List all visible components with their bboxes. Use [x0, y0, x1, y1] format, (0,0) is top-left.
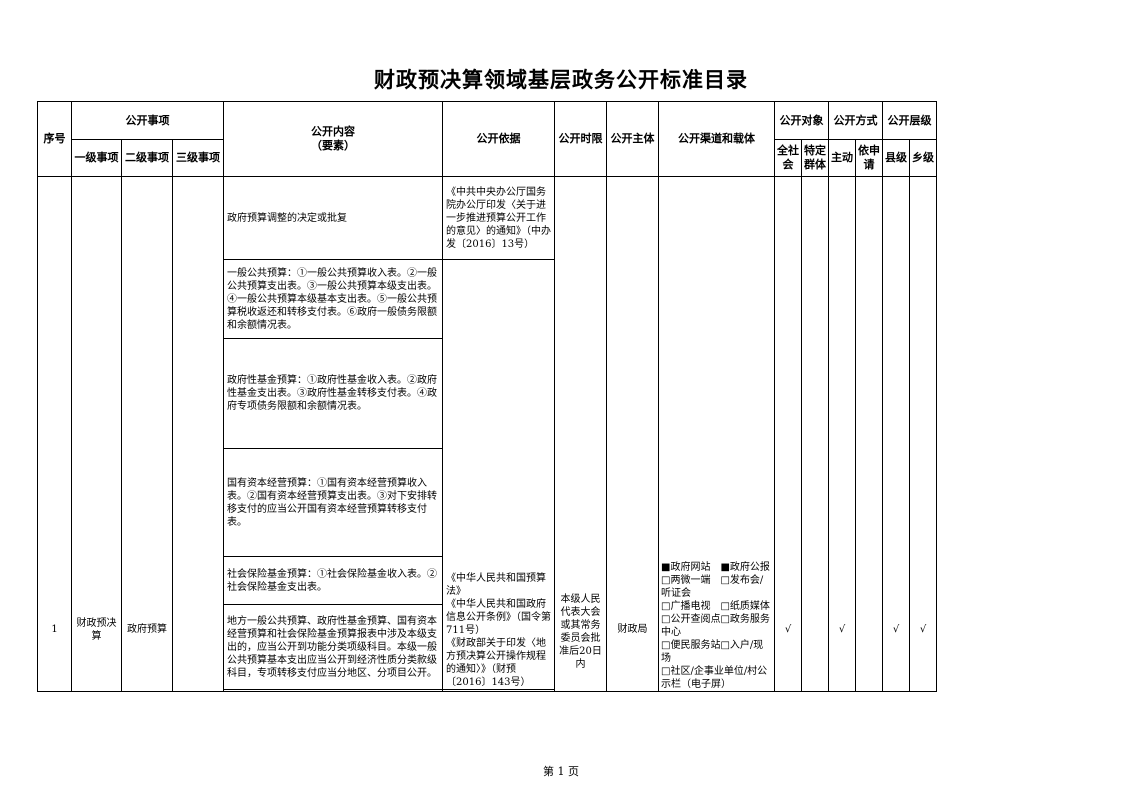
table-row: 一般公共预算：①一般公共预算收入表。②一般公共预算支出表。③一般公共预算本级支出…	[38, 259, 937, 690]
content-item: 社会保险基金预算：①社会保险基金收入表。②社会保险基金支出表。	[223, 556, 443, 605]
header-channel: 公开渠道和载体	[658, 101, 775, 177]
basis-spacer	[442, 689, 555, 692]
row-level2: 政府预算	[121, 176, 173, 692]
page-number: 第 1 页	[543, 765, 579, 778]
header-seq: 序号	[37, 101, 72, 177]
header-level3: 三级事项	[172, 139, 224, 177]
header-target-special: 特定群体	[801, 139, 829, 177]
row-subject: 财政局	[606, 176, 659, 692]
basis-document-1: 《中共中央办公厅国务院办公厅印发〈关于进一步推进预算公开工作的意见〉的通知》（中…	[442, 176, 555, 260]
row-method-active: √	[828, 176, 856, 692]
content-item: 一般公共预算：①一般公共预算收入表。②一般公共预算支出表。③一般公共预算本级支出…	[223, 259, 443, 339]
content-item: 政府预算调整的决定或批复	[223, 176, 443, 260]
row-target-special	[801, 176, 829, 692]
header-content-sub: （要素）	[311, 139, 355, 152]
header-target-all: 全社会	[774, 139, 802, 177]
header-matter: 公开事项	[71, 101, 224, 140]
header-method-active: 主动	[828, 139, 856, 177]
catalog-table: 序号 公开事项 公开内容 （要素） 公开依据 公开时限 公开主体 公开渠道和载体…	[37, 101, 937, 692]
header-level2: 二级事项	[121, 139, 173, 177]
page-title: 财政预决算领域基层政务公开标准目录	[374, 68, 748, 92]
header-target: 公开对象	[774, 101, 829, 140]
row-target-all: √	[774, 176, 802, 692]
header-level-county: 县级	[882, 139, 910, 177]
table-row: 政府性基金预算：①政府性基金收入表。②政府性基金支出表。③政府性基金转移支付表。…	[38, 338, 937, 449]
header-level-township: 乡级	[909, 139, 937, 177]
header-method: 公开方式	[828, 101, 883, 140]
content-item: 国有资本经营预算：①国有资本经营预算收入表。②国有资本经营预算支出表。③对下安排…	[223, 448, 443, 557]
content-spacer	[223, 689, 443, 692]
table-row: 国有资本经营预算：①国有资本经营预算收入表。②国有资本经营预算支出表。③对下安排…	[38, 448, 937, 557]
table-row: 1 财政预决算 政府预算 政府预算调整的决定或批复 《中共中央办公厅国务院办公厅…	[37, 176, 937, 692]
table-row	[38, 689, 937, 692]
row-level-township: √	[909, 176, 937, 692]
header-content-label: 公开内容	[311, 125, 355, 138]
row-method-request	[855, 176, 883, 692]
row-seq: 1	[37, 176, 72, 692]
header-method-request: 依申请	[855, 139, 883, 177]
basis-document-2: 《中华人民共和国预算法》 《中华人民共和国政府信息公开条例》（国令第711号） …	[442, 259, 555, 690]
header-level: 公开层级	[882, 101, 937, 140]
content-item: 政府性基金预算：①政府性基金收入表。②政府性基金支出表。③政府性基金转移支付表。…	[223, 338, 443, 449]
header-level1: 一级事项	[71, 139, 122, 177]
content-item: 地方一般公共预算、政府性基金预算、国有资本经营预算和社会保险基金预算报表中涉及本…	[223, 604, 443, 690]
row-level1: 财政预决算	[71, 176, 122, 692]
header-basis: 公开依据	[442, 101, 555, 177]
header-time: 公开时限	[554, 101, 607, 177]
table-row: 社会保险基金预算：①社会保险基金收入表。②社会保险基金支出表。	[38, 556, 937, 605]
row-level3	[172, 176, 224, 692]
header-content: 公开内容 （要素）	[223, 101, 443, 177]
header-subject: 公开主体	[606, 101, 659, 177]
row-channel: ■政府网站 ■政府公报 □两微一端 □发布会/听证会 □广播电视 □纸质媒体 □…	[658, 176, 775, 692]
row-level-county: √	[882, 176, 910, 692]
row-time: 本级人民代表大会或其常务委员会批准后20日内	[554, 176, 607, 692]
